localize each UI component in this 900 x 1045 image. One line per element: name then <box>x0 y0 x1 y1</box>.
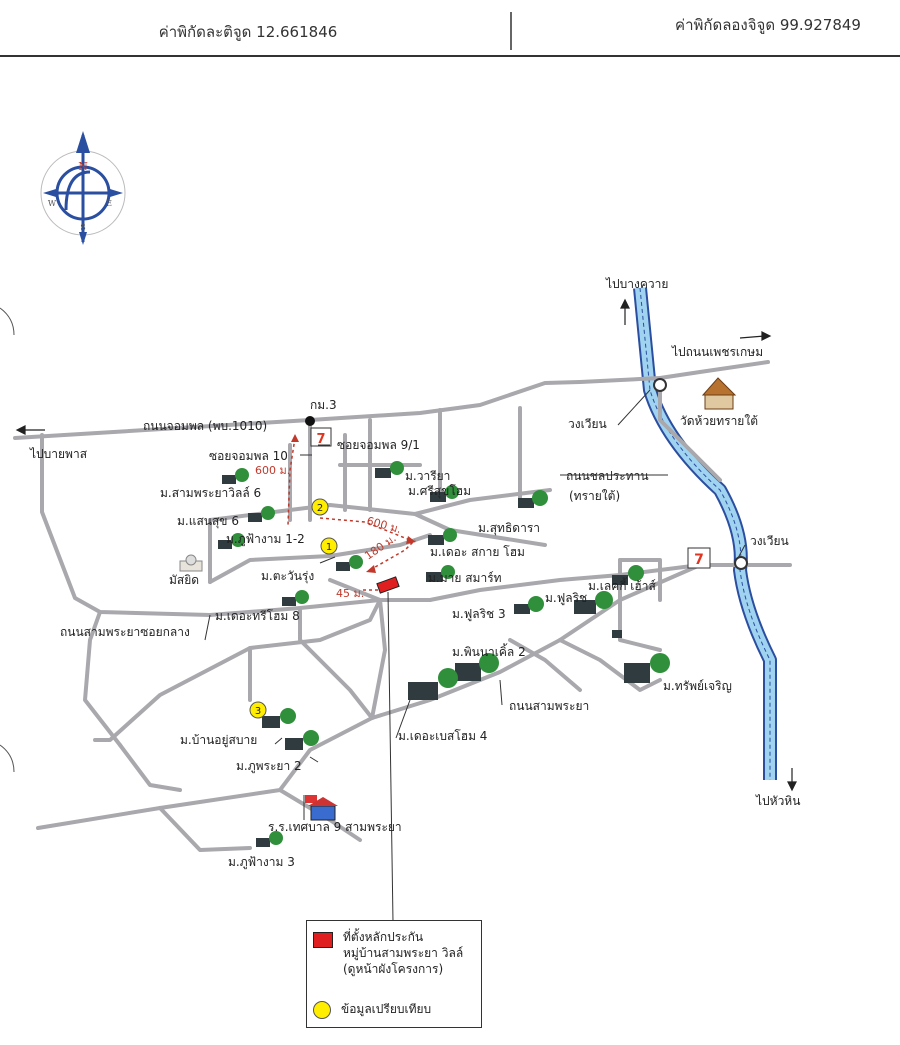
legend-project-row: ที่ตั้งหลักประกัน หมู่บ้านสามพระยา วิลล์… <box>313 929 463 977</box>
arrow-head-icon <box>366 565 376 573</box>
distance-label: 600 ม. <box>365 514 402 536</box>
label-road-chon-prathan-sub: (ทรายใต้) <box>569 489 620 503</box>
roundabout-icon <box>653 378 667 392</box>
label-village: ม.มาย สมาร์ท <box>428 571 502 585</box>
label-roundabout-1: วงเวียน <box>568 417 607 431</box>
km-marker-icon <box>305 416 315 426</box>
label-village: ม.เดอะ สกาย โฮม <box>430 545 525 559</box>
label-village: ม.วารียา <box>405 469 450 483</box>
legend-leader-line <box>387 591 394 923</box>
label-village: ม.ภูฟ้างาม 1-2 <box>226 532 305 547</box>
svg-text:3: 3 <box>255 706 261 717</box>
label-to-bypass: ไปบายพาส <box>29 447 88 461</box>
svg-text:2: 2 <box>317 503 323 514</box>
seven-eleven-icon: 7 <box>687 547 711 569</box>
longitude-label: ค่าพิกัดลองจิจูด 99.927849 <box>675 16 861 34</box>
label-village: ม.ภูฟ้างาม 3 <box>228 855 295 870</box>
label-village: ม.ภูพระยา 2 <box>236 759 302 774</box>
label-roundabout-2: วงเวียน <box>750 534 789 548</box>
label-soi-9-1: ซอยจอมพล 9/1 <box>337 438 420 452</box>
margin-hole-mark <box>0 744 15 773</box>
north-arrow-icon <box>76 131 90 153</box>
label-village: ม.ศรีสุขโฮม <box>408 484 471 499</box>
comparison-marker-2: 2 <box>311 498 329 516</box>
label-village: ม.แสนสุข 6 <box>177 514 239 529</box>
comparison-marker-icon <box>313 1001 331 1019</box>
compass-east-label: E <box>106 199 112 208</box>
label-village: ม.ฟูลริช 3 <box>452 607 506 622</box>
svg-text:7: 7 <box>316 432 325 447</box>
project-location-marker <box>376 576 400 594</box>
latitude-label: ค่าพิกัดละติจูด 12.661846 <box>159 23 338 41</box>
legend-comparison-row: ข้อมูลเปรียบเทียบ <box>313 1001 431 1019</box>
label-road-chom-phon: ถนนจอมพล (พบ.1010) <box>143 419 267 433</box>
temple-icon <box>701 377 737 410</box>
school-icon <box>303 795 338 821</box>
project-marker-icon <box>313 932 333 948</box>
label-village: ม.ตะวันรุ่ง <box>261 569 314 584</box>
legend-project-line3: (ดูหน้าผังโครงการ) <box>343 962 444 976</box>
compass-north-label: N <box>78 160 88 173</box>
label-road-chon-prathan: ถนนชลประทาน <box>566 469 649 483</box>
label-soi-10: ซอยจอมพล 10 <box>209 449 288 463</box>
distance-label: 45 ม. <box>336 587 364 600</box>
label-road-sam-phraya: ถนนสามพระยา <box>509 699 589 713</box>
arrow-head-icon <box>291 434 299 442</box>
map-legend: ที่ตั้งหลักประกัน หมู่บ้านสามพระยา วิลล์… <box>306 920 482 1028</box>
legend-comparison-label: ข้อมูลเปรียบเทียบ <box>341 1002 432 1016</box>
compass-south-label: S <box>80 223 85 232</box>
label-to-phetkasem: ไปถนนเพชรเกษม <box>671 345 763 359</box>
label-village: ม.สุทธิดารา <box>478 521 540 536</box>
village-icons <box>218 461 670 847</box>
label-village: ม.ทรัพย์เจริญ <box>663 679 732 693</box>
distance-label: 600 ม. <box>255 464 290 477</box>
label-to-hua-hin: ไปหัวหิน <box>755 794 800 808</box>
mosque-icon <box>179 554 203 572</box>
compass-west-label: W <box>48 199 57 208</box>
comparison-marker-3: 3 <box>249 701 267 719</box>
label-mosque: มัสยิด <box>169 573 199 587</box>
label-km3: กม.3 <box>310 398 337 412</box>
road-network <box>13 360 792 852</box>
label-village: ม.บ้านอยู่สบาย <box>180 733 257 748</box>
label-to-bang-khwai: ไปบางควาย <box>605 277 668 291</box>
compass-icon: N E W S <box>40 131 126 245</box>
coordinate-header: ค่าพิกัดละติจูด 12.661846 ค่าพิกัดลองจิจ… <box>0 12 900 57</box>
label-school: ร.ร.เทศบาล 9 สามพระยา <box>268 820 402 834</box>
margin-hole-mark <box>0 307 15 336</box>
seven-eleven-icon: 7 <box>310 427 332 447</box>
arrow-head-icon <box>406 536 416 544</box>
label-village: ม.พินนาเคิ้ล 2 <box>452 643 526 659</box>
label-village: ม.สามพระยาวิลล์ 6 <box>160 486 261 500</box>
roundabout-icon <box>734 556 748 570</box>
label-temple: วัดห้วยทรายใต้ <box>680 414 758 428</box>
label-road-sam-phraya-middle: ถนนสามพระยาซอยกลาง <box>60 625 190 639</box>
legend-project-line1: ที่ตั้งหลักประกัน <box>343 930 424 944</box>
label-village: ม.ฟูลริช <box>545 591 587 606</box>
label-village: ม.เดอะทรีโฮม 8 <box>215 609 300 623</box>
arrow-right-icon <box>739 335 766 339</box>
svg-text:1: 1 <box>326 542 332 553</box>
road-chom-phon <box>13 360 770 440</box>
svg-text:7: 7 <box>694 552 704 568</box>
comparison-marker-1: 1 <box>320 537 338 555</box>
label-village: ม.เดอะเบสโฮม 4 <box>398 729 487 743</box>
legend-project-line2: หมู่บ้านสามพระยา วิลล์ <box>343 946 464 960</box>
label-village: ม.เลคกี้ เฮ้าส์ <box>588 577 656 593</box>
